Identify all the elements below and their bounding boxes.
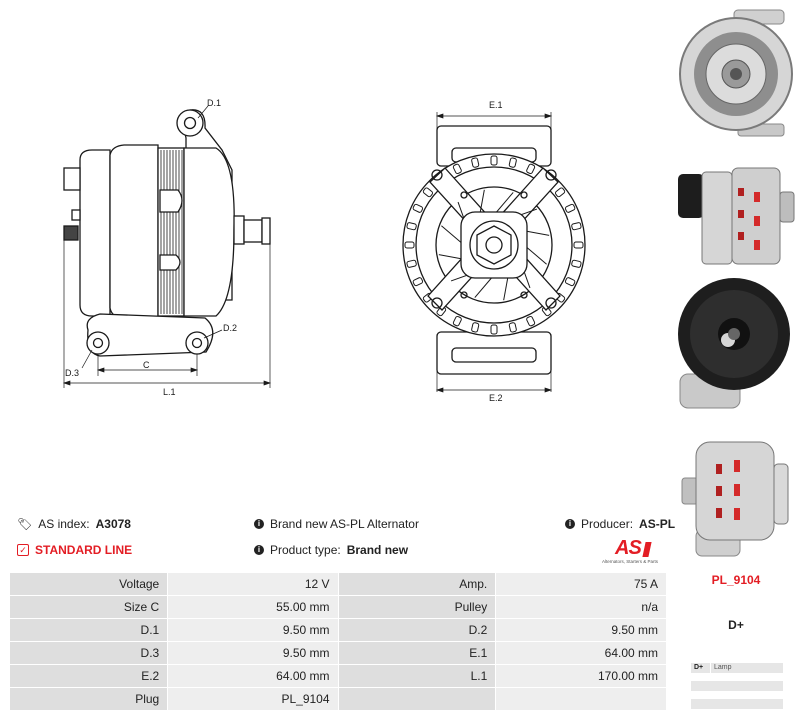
terminal-label: D+ <box>728 618 744 632</box>
e1-label: E.1 <box>489 100 503 110</box>
d2-label: D.2 <box>223 323 237 333</box>
checkbox-icon: ✓ <box>17 544 29 556</box>
info-icon: i <box>254 519 264 529</box>
c-label: C <box>143 360 150 370</box>
info-icon: i <box>254 545 264 555</box>
spec-value: 12 V <box>167 572 339 596</box>
spec-label: D.3 <box>8 641 169 665</box>
connector-row: D+ Lamp <box>691 663 783 673</box>
as-index: 🏷︎ AS index: A3078 <box>17 517 131 531</box>
spec-label: Amp. <box>337 572 497 596</box>
brand-new-text: Brand new AS-PL Alternator <box>270 517 419 531</box>
logo-mark: AS <box>615 537 642 559</box>
standard-line: ✓ STANDARD LINE <box>17 543 132 557</box>
spec-value: 9.50 mm <box>495 618 667 642</box>
spec-label: Plug <box>8 687 169 711</box>
spec-value: 170.00 mm <box>495 664 667 688</box>
spec-label: D.1 <box>8 618 169 642</box>
connector-row-empty <box>691 681 783 691</box>
product-photo-front[interactable] <box>676 6 796 138</box>
product-photo-side[interactable] <box>676 158 796 268</box>
spec-value: 9.50 mm <box>167 618 339 642</box>
connector-row-empty <box>691 699 783 709</box>
d3-label: D.3 <box>65 368 79 378</box>
l1-label: L.1 <box>163 387 176 397</box>
e2-label: E.2 <box>489 393 503 403</box>
tag-icon: 🏷︎ <box>17 517 33 531</box>
d1-label: D.1 <box>207 98 221 108</box>
product-photo-rear[interactable] <box>676 276 796 412</box>
brand-new-info: i Brand new AS-PL Alternator <box>254 517 419 531</box>
spec-label: Size C <box>8 595 169 619</box>
spec-value: PL_9104 <box>167 687 339 711</box>
spec-value: 64.00 mm <box>167 664 339 688</box>
plug-code: PL_9104 <box>711 573 761 587</box>
connector-terminal: D+ <box>694 664 704 671</box>
spec-value <box>495 687 667 711</box>
spec-label: E.2 <box>8 664 169 688</box>
info-icon: i <box>565 519 575 529</box>
spec-label: Voltage <box>8 572 169 596</box>
side-view-drawing: D.1 D.2 D.3 C L.1 <box>62 98 272 397</box>
product-type-value: Brand new <box>346 543 409 557</box>
standard-line-label: STANDARD LINE <box>35 543 133 557</box>
product-photo-angle[interactable] <box>676 420 796 560</box>
logo-tagline: Alternators, Starters & Parts <box>602 559 659 564</box>
producer-value: AS-PL <box>639 517 676 531</box>
as-pl-logo: AS Alternators, Starters & Parts <box>602 537 662 567</box>
product-type-label: Product type: <box>270 543 341 557</box>
front-view-drawing: E.1 E.2 <box>402 100 586 403</box>
spec-value: 55.00 mm <box>167 595 339 619</box>
spec-label: L.1 <box>337 664 497 688</box>
spec-label: Pulley <box>337 595 497 619</box>
spec-value: 75 A <box>495 572 667 596</box>
producer-label: Producer: <box>581 517 634 531</box>
spec-label: E.1 <box>337 641 497 665</box>
spec-label: D.2 <box>337 618 497 642</box>
spec-label <box>337 687 497 711</box>
spec-value: n/a <box>495 595 667 619</box>
logo-bar <box>642 542 652 557</box>
product-type-info: i Product type: Brand new <box>254 543 408 557</box>
as-index-value: A3078 <box>95 517 131 531</box>
connector-desc: Lamp <box>709 663 731 673</box>
as-index-label: AS index: <box>38 517 90 531</box>
spec-value: 9.50 mm <box>167 641 339 665</box>
producer-info: i Producer: AS-PL <box>565 517 675 531</box>
spec-value: 64.00 mm <box>495 641 667 665</box>
